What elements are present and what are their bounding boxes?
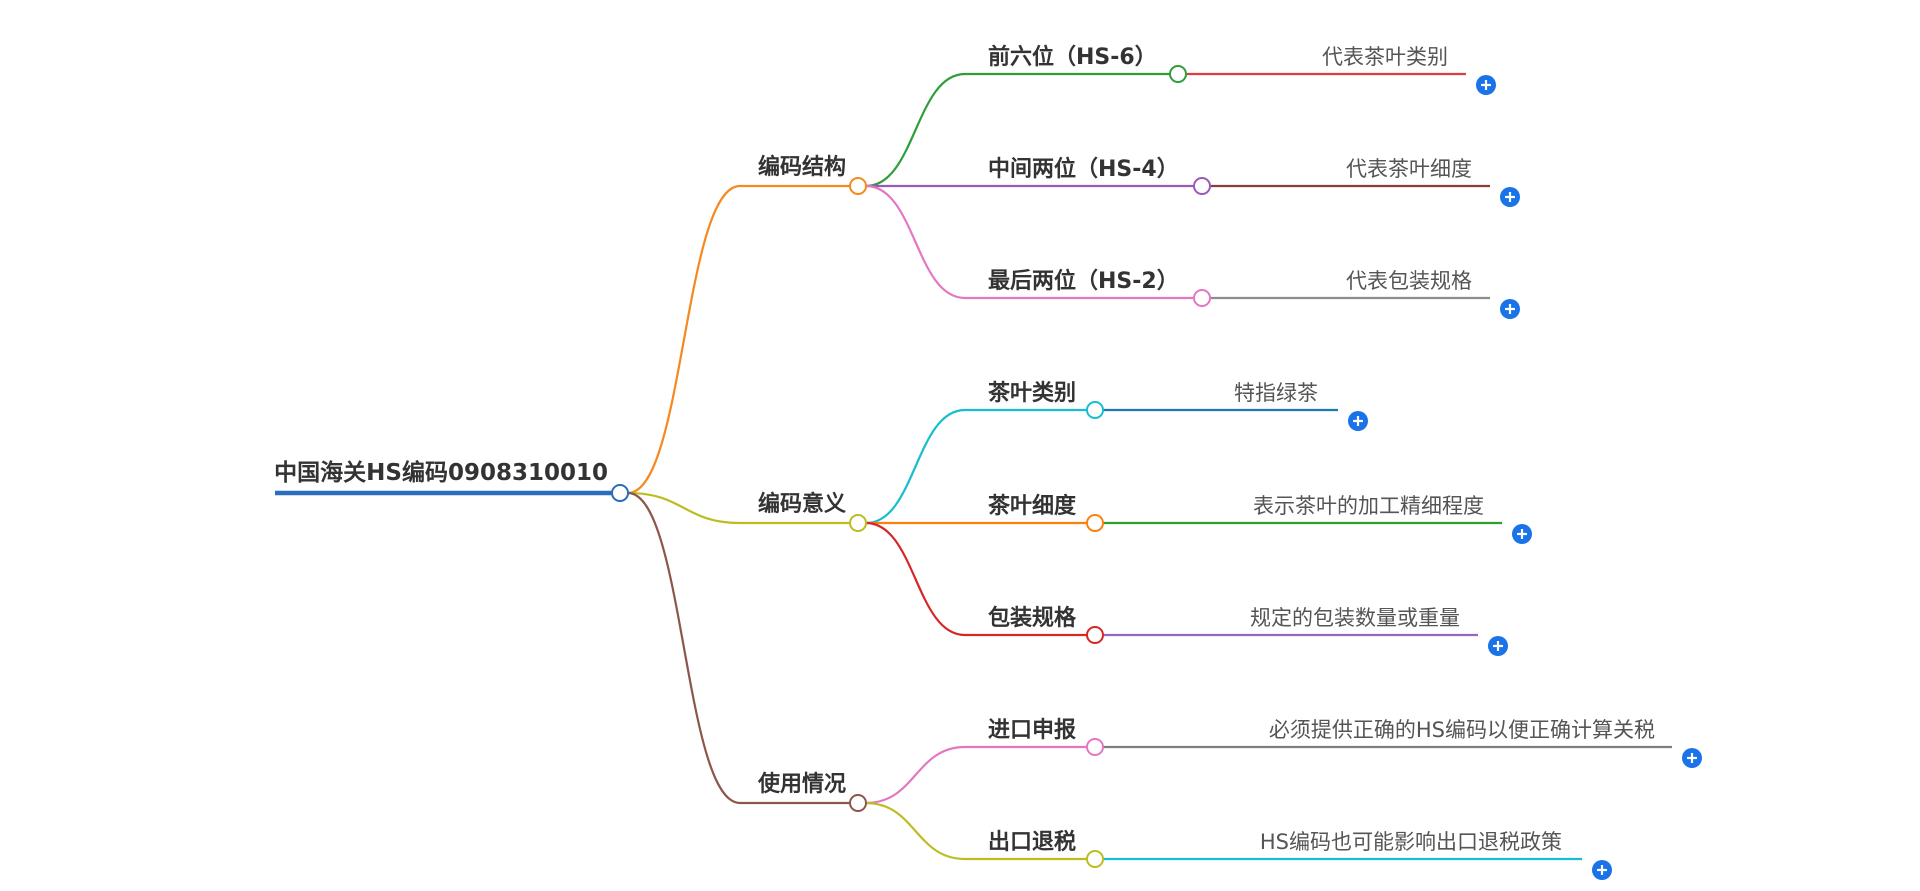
topic-node[interactable]: [849, 514, 867, 532]
topic-label: 使用情况: [757, 771, 846, 797]
subtopic-label: 包装规格: [988, 605, 1077, 631]
topic-label: 编码结构: [758, 154, 846, 180]
expand-button[interactable]: [1476, 75, 1496, 95]
expand-button[interactable]: [1500, 299, 1520, 319]
edge-root-branch-0: [627, 184, 741, 495]
root-label: 中国海关HS编码0908310010: [274, 459, 608, 486]
subtopic-node[interactable]: [1086, 738, 1104, 756]
subtopic-node[interactable]: [1086, 626, 1104, 644]
edge-branch-1-child-2: [865, 521, 966, 637]
leaf-label: 代表茶叶类别: [1322, 45, 1448, 69]
edge-branch-2-child-1: [865, 801, 966, 861]
topic-label: 编码意义: [758, 491, 846, 517]
edge-root-branch-2: [627, 491, 741, 805]
root-node[interactable]: [611, 484, 629, 502]
edge-root-branch-1: [627, 491, 741, 525]
topic-node[interactable]: [849, 794, 867, 812]
leaf-label: 必须提供正确的HS编码以便正确计算关税: [1269, 718, 1655, 742]
subtopic-node[interactable]: [1193, 177, 1211, 195]
leaf-label: 特指绿茶: [1234, 381, 1318, 405]
subtopic-node[interactable]: [1193, 289, 1211, 307]
edge-branch-0-child-2: [865, 184, 966, 300]
subtopic-node[interactable]: [1086, 401, 1104, 419]
subtopic-label: 进口申报: [988, 718, 1076, 743]
subtopic-label: 最后两位（HS-2）: [988, 268, 1179, 294]
expand-button[interactable]: [1500, 187, 1520, 207]
subtopic-node[interactable]: [1169, 65, 1187, 83]
edge-branch-2-child-0: [865, 745, 966, 805]
subtopic-label: 中间两位（HS-4）: [988, 156, 1179, 182]
leaf-label: HS编码也可能影响出口退税政策: [1260, 830, 1562, 854]
expand-button[interactable]: [1682, 748, 1702, 768]
leaf-label: 代表茶叶细度: [1346, 157, 1472, 181]
leaf-label: 代表包装规格: [1346, 269, 1472, 293]
subtopic-node[interactable]: [1086, 514, 1104, 532]
edge-branch-1-child-0: [865, 408, 966, 525]
leaf-label: 表示茶叶的加工精细程度: [1253, 494, 1484, 518]
subtopic-label: 出口退税: [988, 829, 1076, 855]
subtopic-label: 茶叶类别: [988, 381, 1076, 406]
expand-button[interactable]: [1592, 860, 1612, 880]
edge-branch-0-child-0: [865, 72, 966, 188]
subtopic-label: 前六位（HS-6）: [988, 44, 1157, 70]
expand-button[interactable]: [1348, 411, 1368, 431]
subtopic-label: 茶叶细度: [988, 493, 1077, 519]
leaf-label: 规定的包装数量或重量: [1250, 606, 1460, 630]
expand-button[interactable]: [1488, 636, 1508, 656]
expand-button[interactable]: [1512, 524, 1532, 544]
subtopic-node[interactable]: [1086, 850, 1104, 868]
topic-node[interactable]: [849, 177, 867, 195]
